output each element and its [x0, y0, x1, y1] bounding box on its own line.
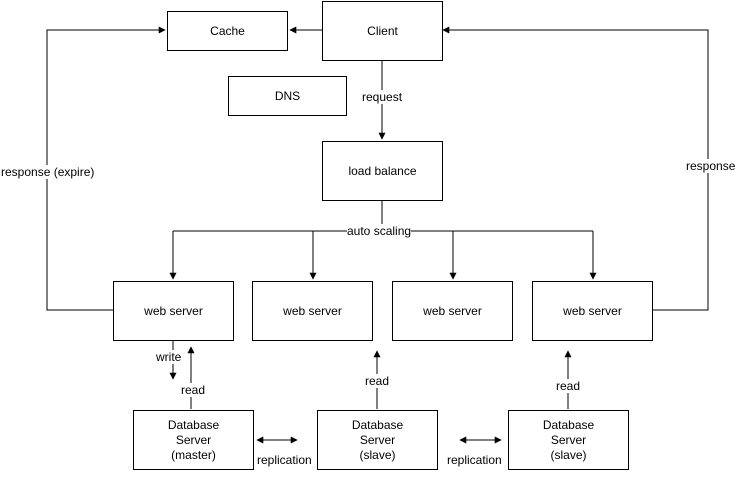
cache-node: Cache	[167, 11, 288, 51]
db-slave-2-node: Database Server (slave)	[508, 410, 629, 470]
read-master-label: read	[181, 383, 206, 397]
replication-1-label: replication	[257, 453, 312, 467]
web-server-2-node: web server	[252, 281, 373, 341]
web-server-3-node: web server	[392, 281, 513, 341]
dns-node: DNS	[228, 76, 347, 116]
response-expire-label: response (expire)	[1, 165, 95, 179]
auto-scaling-label: auto scaling	[347, 224, 412, 238]
replication-2-label: replication	[447, 453, 502, 467]
request-label: request	[362, 90, 403, 104]
client-node: Client	[322, 1, 443, 61]
read-slave-1-label: read	[365, 374, 390, 388]
read-slave-2-label: read	[556, 379, 581, 393]
response-path	[442, 26, 709, 311]
response-label: response	[686, 159, 736, 173]
web-server-4-node: web server	[532, 281, 653, 341]
db-master-node: Database Server (master)	[133, 410, 254, 470]
web-server-1-node: web server	[113, 281, 234, 341]
load-balance-node: load balance	[322, 141, 443, 201]
write-label: write	[156, 350, 182, 364]
db-slave-1-node: Database Server (slave)	[317, 410, 438, 470]
